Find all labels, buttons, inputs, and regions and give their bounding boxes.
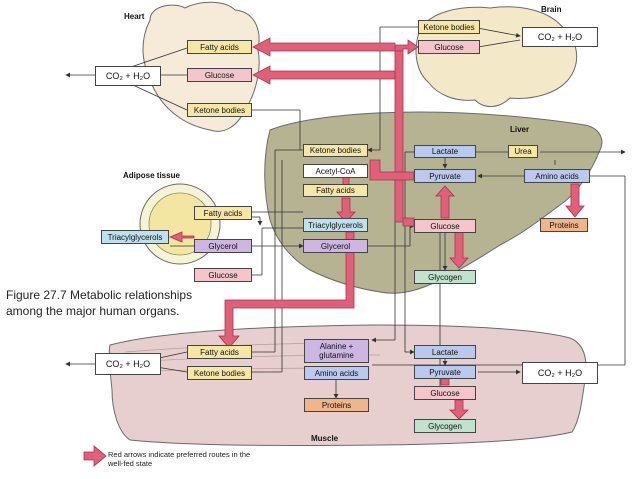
node-adipose-triacylglycerols: Triacylglycerols <box>101 230 169 244</box>
node-adipose-glucose: Glucose <box>194 268 252 282</box>
organ-label-adipose: Adipose tissue <box>123 171 180 180</box>
legend-text: Red arrows indicate preferred routes in … <box>108 450 251 468</box>
red-arrow-amino-proteins <box>565 183 585 218</box>
node-muscle-co2-right: CO₂ + H₂O <box>522 362 598 384</box>
node-muscle-proteins: Proteins <box>304 398 369 412</box>
node-muscle-pyruvate: Pyruvate <box>414 365 476 379</box>
red-arrow-heart-glucose <box>252 65 396 85</box>
red-arrow-brain <box>394 39 419 55</box>
red-arrow-trunk <box>394 46 404 223</box>
red-arrow-glucose-glycogen <box>449 231 469 269</box>
node-heart-co2: CO₂ + H₂O <box>95 66 161 86</box>
node-heart-glucose: Glucose <box>187 68 252 82</box>
node-heart-ketone-bodies: Ketone bodies <box>187 103 252 117</box>
red-arrow-heart-fatty <box>252 37 396 57</box>
organ-label-heart: Heart <box>124 12 145 21</box>
node-liver-acetyl-coa: Acetyl-CoA <box>303 164 368 178</box>
node-liver-lactate: Lactate <box>414 145 476 158</box>
node-liver-urea: Urea <box>508 145 538 158</box>
legend-red-arrow <box>83 445 107 467</box>
node-muscle-fatty-acids: Fatty acids <box>187 345 252 359</box>
node-muscle-co2-left: CO₂ + H₂O <box>95 353 161 375</box>
node-liver-glycogen: Glycogen <box>414 270 476 284</box>
figure-caption: Figure 27.7 Metabolic relationships amon… <box>6 288 193 318</box>
organ-label-muscle: Muscle <box>311 434 339 443</box>
preferred-routes <box>83 37 585 467</box>
node-liver-glycerol: Glycerol <box>303 239 368 253</box>
node-muscle-glucose: Glucose <box>414 386 476 400</box>
organ-label-brain: Brain <box>541 5 562 14</box>
node-adipose-glycerol: Glycerol <box>194 239 252 253</box>
node-brain-co2: CO₂ + H₂O <box>522 27 598 47</box>
node-muscle-alanine-glutamine: Alanine + glutamine <box>304 339 369 363</box>
node-liver-triacylglycerols: Triacylglycerols <box>303 218 368 232</box>
node-liver-amino-acids: Amino acids <box>524 169 590 183</box>
node-muscle-lactate: Lactate <box>414 345 476 359</box>
node-heart-fatty-acids: Fatty acids <box>187 40 252 54</box>
liver-shape <box>264 111 603 294</box>
node-liver-proteins: Proteins <box>540 218 588 232</box>
node-liver-glucose: Glucose <box>414 219 476 233</box>
node-muscle-glycogen: Glycogen <box>414 419 476 433</box>
node-liver-pyruvate: Pyruvate <box>414 169 476 183</box>
red-arrow-glucose-pyruvate <box>435 185 455 219</box>
node-brain-glucose: Glucose <box>418 40 480 54</box>
red-arrow-adipose-tag <box>168 231 195 243</box>
red-arrow-to-muscle <box>218 231 355 349</box>
node-brain-ketone-bodies: Ketone bodies <box>418 20 480 34</box>
node-adipose-fatty-acids: Fatty acids <box>194 206 252 220</box>
red-arrow-liver-glucose <box>402 217 415 227</box>
red-arrow-fatty-tag <box>336 197 356 223</box>
node-muscle-amino-acids: Amino acids <box>304 366 369 380</box>
node-liver-fatty-acids: Fatty acids <box>303 184 368 197</box>
organ-label-liver: Liver <box>510 125 530 134</box>
node-liver-ketone-bodies: Ketone bodies <box>303 144 368 157</box>
node-muscle-ketone-bodies: Ketone bodies <box>187 366 252 380</box>
red-arrow-muscle-glycogen <box>449 399 469 420</box>
